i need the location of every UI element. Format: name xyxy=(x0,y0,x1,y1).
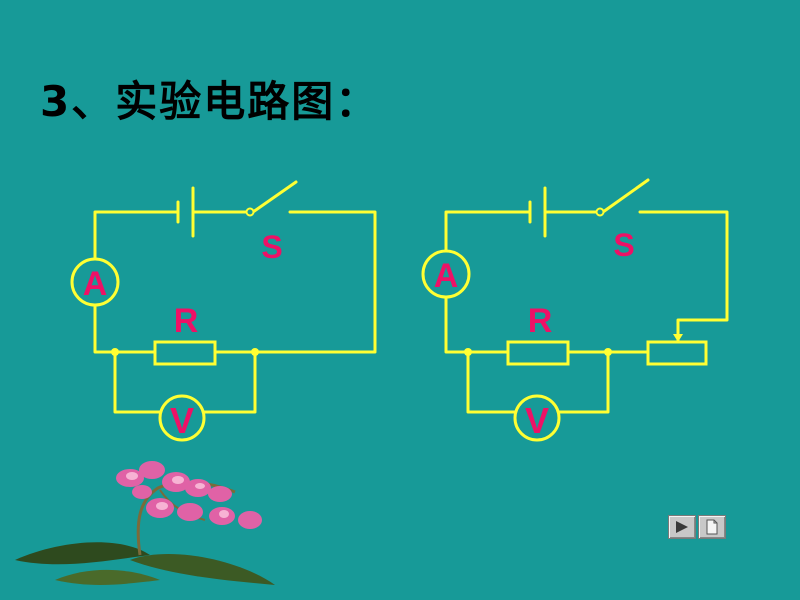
circuit-2-wire-voltmeter-loop xyxy=(466,350,610,414)
switch-blade xyxy=(251,180,298,214)
circuit-2-switch xyxy=(595,178,650,217)
circuit-2-battery xyxy=(528,186,547,238)
orchid-stem xyxy=(136,480,236,556)
circuit-1-wire-left-bottom xyxy=(93,303,157,354)
circuit-1: S A R V xyxy=(70,180,377,442)
circuit-1-wire-top-left xyxy=(93,210,180,261)
circuit-1-switch-label: S xyxy=(261,229,282,265)
next-slide-button[interactable] xyxy=(668,515,696,539)
circuit-2: S A R V xyxy=(421,178,729,442)
circuit-1-wire-right xyxy=(253,210,377,354)
circuit-2-resistor xyxy=(506,340,570,366)
circuit-1-switch xyxy=(245,180,298,217)
page-icon xyxy=(706,519,718,535)
switch-pivot xyxy=(595,207,605,217)
circuit-2-voltmeter xyxy=(513,394,561,442)
circuit-2-wire-right xyxy=(638,210,729,342)
circuit-1-junction-left xyxy=(111,348,119,356)
orchid-flowers xyxy=(116,461,262,529)
circuit-2-junction-left xyxy=(464,348,472,356)
circuit-1-ammeter-label: A xyxy=(83,265,108,303)
switch-blade xyxy=(601,178,650,214)
rheostat-slider-arrow xyxy=(673,334,683,342)
circuit-1-resistor-label: R xyxy=(174,302,199,340)
circuit-1-battery xyxy=(176,186,195,238)
circuit-2-voltmeter-label: V xyxy=(525,400,549,441)
circuit-1-resistor xyxy=(153,340,217,366)
orchid-leaf-small xyxy=(55,569,160,585)
circuit-1-ammeter xyxy=(70,257,120,307)
circuit-2-junction-right xyxy=(604,348,612,356)
orchid-flower-highlights xyxy=(126,472,229,518)
circuit-1-voltmeter xyxy=(158,394,206,442)
orchid-leaf-left xyxy=(15,542,150,565)
circuit-2-wire-left-bottom xyxy=(444,295,510,354)
circuit-2-rheostat xyxy=(646,334,708,366)
slide-title: 3、实验电路图： xyxy=(40,77,380,126)
circuit-2-wire-top-left xyxy=(444,210,532,253)
circuit-1-voltmeter-label: V xyxy=(170,400,194,441)
circuit-1-junction-right xyxy=(251,348,259,356)
circuit-2-switch-label: S xyxy=(613,227,634,263)
switch-pivot xyxy=(245,207,255,217)
orchid-leaf-right xyxy=(130,554,275,585)
orchid-decoration xyxy=(15,461,275,585)
play-icon xyxy=(676,521,688,533)
rheostat-body xyxy=(646,340,708,366)
circuit-2-resistor-label: R xyxy=(528,302,553,340)
circuit-2-ammeter xyxy=(421,249,471,299)
circuit-1-wire-voltmeter-loop xyxy=(113,350,257,414)
page-button[interactable] xyxy=(698,515,726,539)
circuit-2-ammeter-label: A xyxy=(434,257,459,295)
